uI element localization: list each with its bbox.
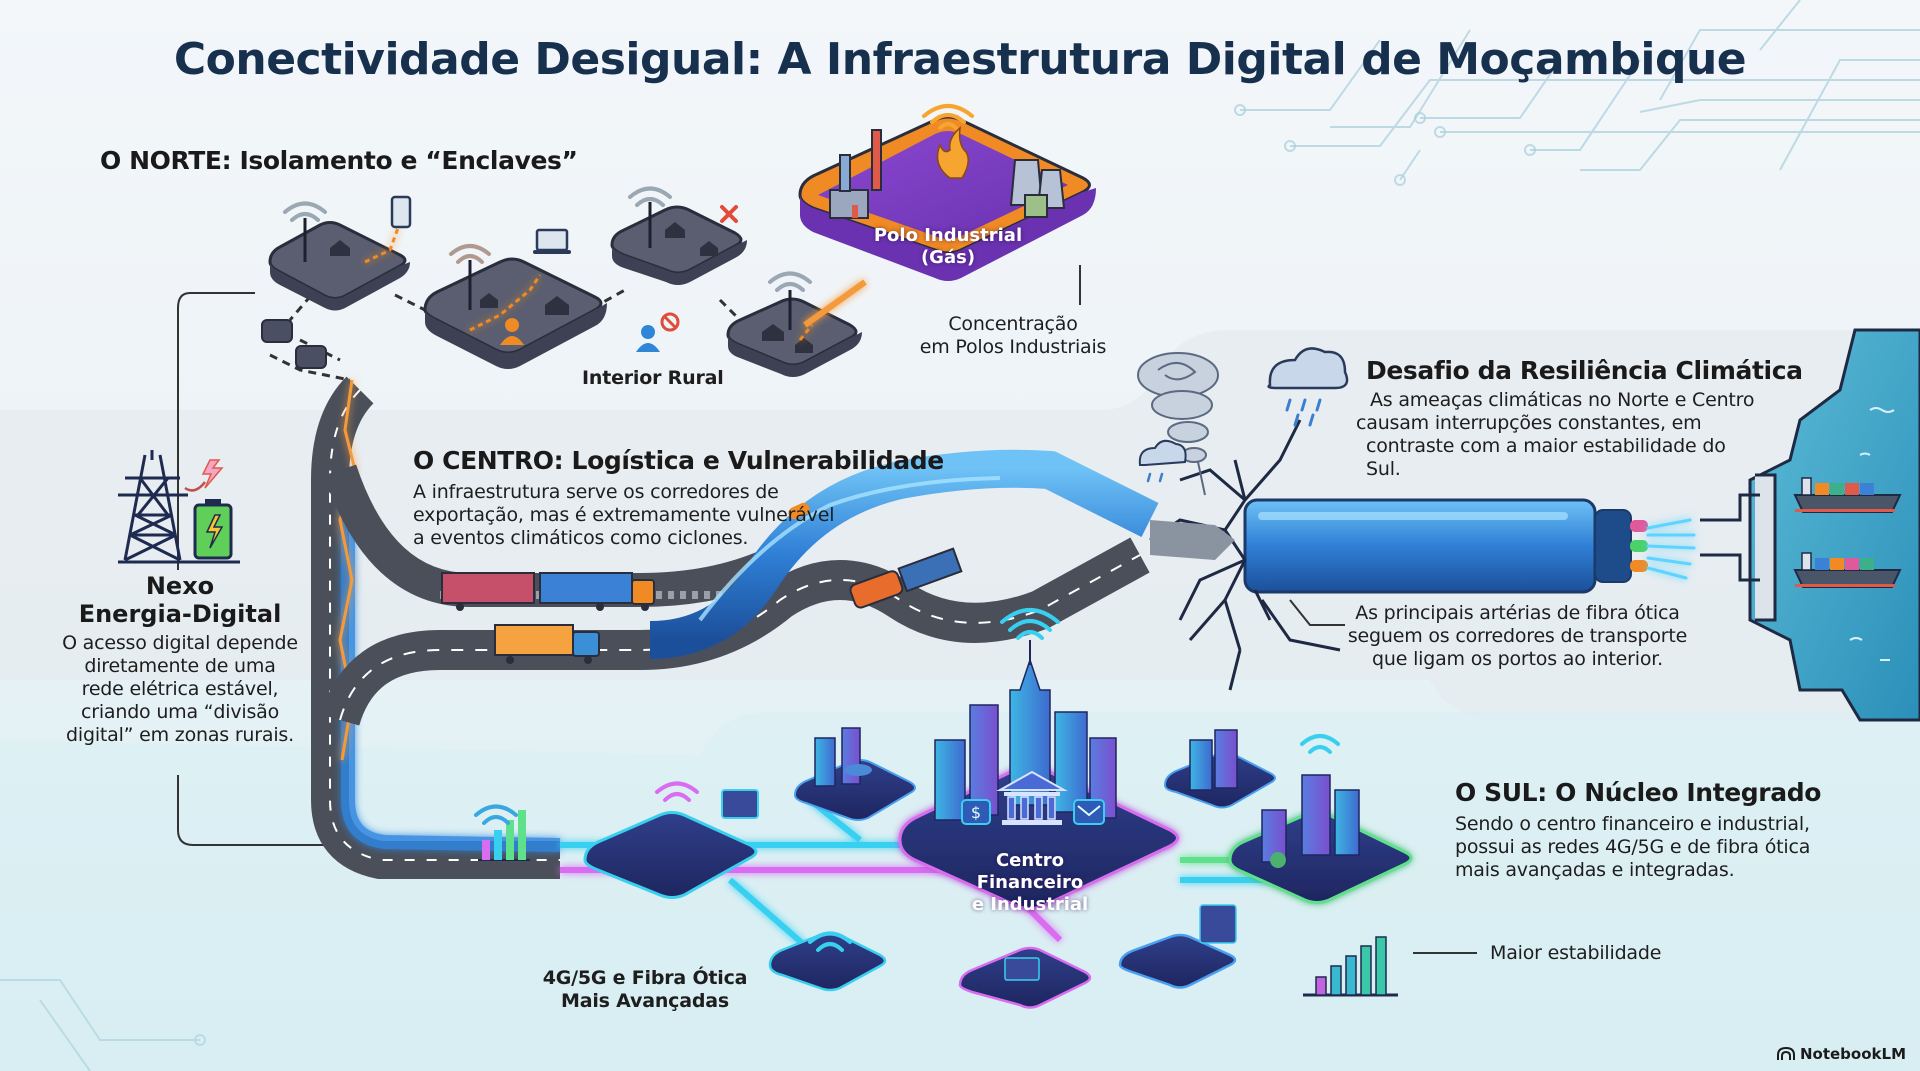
fiber-corridor [649,449,1159,659]
gas-link-line [803,279,867,328]
wifi-icon [474,804,518,825]
south-band-background [0,712,1920,1071]
financial-hub-label: Centro Financeiro e Industrial [971,850,1089,915]
brand-watermark: NotebookLM [1776,1045,1906,1063]
south-network: $ [560,608,1413,1009]
bar-chart-icon [1303,936,1398,997]
fiber-line-south [341,500,561,852]
bar-chart-icon [478,810,530,861]
rain-cloud-small-icon [1138,439,1187,483]
dollar-icon: $ [961,799,991,825]
cargo-ship-icon [1793,477,1902,513]
x-mark-icon [720,205,738,223]
north-nodes [261,186,867,382]
center-band-background [0,330,1920,720]
broken-road-end [1150,520,1235,560]
battery-icon [193,499,233,560]
centro-block: O CENTRO: Logística e Vulnerabilidade A … [413,446,953,550]
wifi-weak-icon [449,244,491,264]
crack-decoration [1149,419,1341,691]
wifi-icon [283,186,812,292]
user-blocked-icon [636,325,660,352]
lightning-icon [201,459,224,489]
truck-icon [494,624,600,664]
factory-icon [829,129,882,219]
connector-nexo-bottom [177,775,330,846]
sul-block: O SUL: O Núcleo Integrado Sendo o centro… [1455,778,1875,882]
flame-icon [936,126,969,179]
resiliencia-block: Desafio da Resiliência Climática As amea… [1356,356,1803,480]
truck-icon [441,572,655,611]
svg-text:$: $ [971,803,981,822]
connector-nexo-top [177,292,255,570]
fibra-callout: As principais artérias de fibra ótica se… [1347,602,1688,670]
laptop-icon [1004,957,1040,981]
fiber-callout-line [1289,599,1345,626]
transmission-tower-icon [118,450,240,564]
wifi-icon [655,781,699,802]
polo-industrial-label: Polo Industrial (Gás) [873,225,1023,268]
port-connector [1700,493,1760,582]
network-label: 4G/5G e Fibra Ótica Mais Avançadas [542,967,748,1012]
concentracao-label: Concentração em Polos Industriais [919,313,1107,358]
nexo-title: Nexo [145,572,215,600]
wifi-icon [1000,608,1060,640]
page-title: Conectividade Desigual: A Infraestrutura… [173,34,1747,85]
wifi-icon [808,931,852,952]
nexo-block: Nexo Energia-Digital O acesso digital de… [40,572,320,747]
smartphone-icon [390,195,412,229]
lightning-icon [205,514,224,549]
sul-heading: O SUL: O Núcleo Integrado [1455,778,1821,807]
no-entry-icon [660,312,680,332]
centro-heading: O CENTRO: Logística e Vulnerabilidade [413,446,944,475]
resiliencia-heading: Desafio da Resiliência Climática [1366,356,1803,385]
wifi-icon [922,104,974,130]
fiber-cable-icon [1243,498,1696,594]
polo-industrial-platform [798,104,1096,281]
cargo-ship-icon [1793,552,1902,588]
circuit-decoration [1240,0,1920,181]
stability-label: Maior estabilidade [1490,942,1662,964]
bank-icon [996,770,1068,825]
wifi-icon [1300,734,1340,754]
cooling-tower-icon [1009,159,1066,218]
port-pier [1755,473,1777,622]
mail-icon [1073,799,1105,825]
ocean [1748,328,1920,722]
interior-rural-label: Interior Rural [582,367,724,389]
user-icon [500,318,524,345]
laptop-icon [533,228,571,254]
notebooklm-logo-icon [1776,1047,1795,1060]
train-icon [849,547,963,609]
north-heading: O NORTE: Isolamento e “Enclaves” [100,146,578,175]
rain-cloud-icon [1267,347,1349,427]
